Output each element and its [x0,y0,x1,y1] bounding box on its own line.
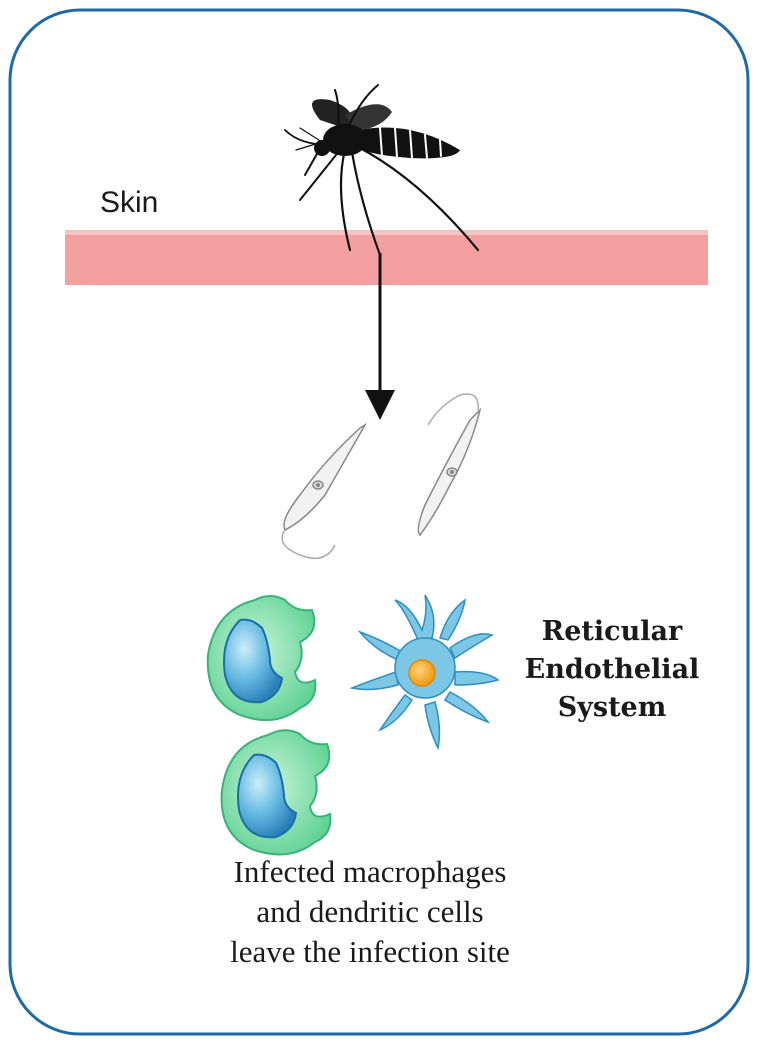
skin-layer-highlight [65,230,708,235]
caption-line-2: and dendritic cells [256,894,483,929]
skin-layer [65,230,708,285]
system-label-line-3: System [558,692,667,723]
skin-label: Skin [100,186,158,219]
caption-line-1: Infected macrophages [234,854,507,889]
caption-line-3: leave the infection site [230,934,510,969]
system-label-line-1: Reticular [542,616,683,647]
system-label-line-2: Endothelial [525,654,700,685]
dendritic-cell-nucleus [409,660,435,686]
